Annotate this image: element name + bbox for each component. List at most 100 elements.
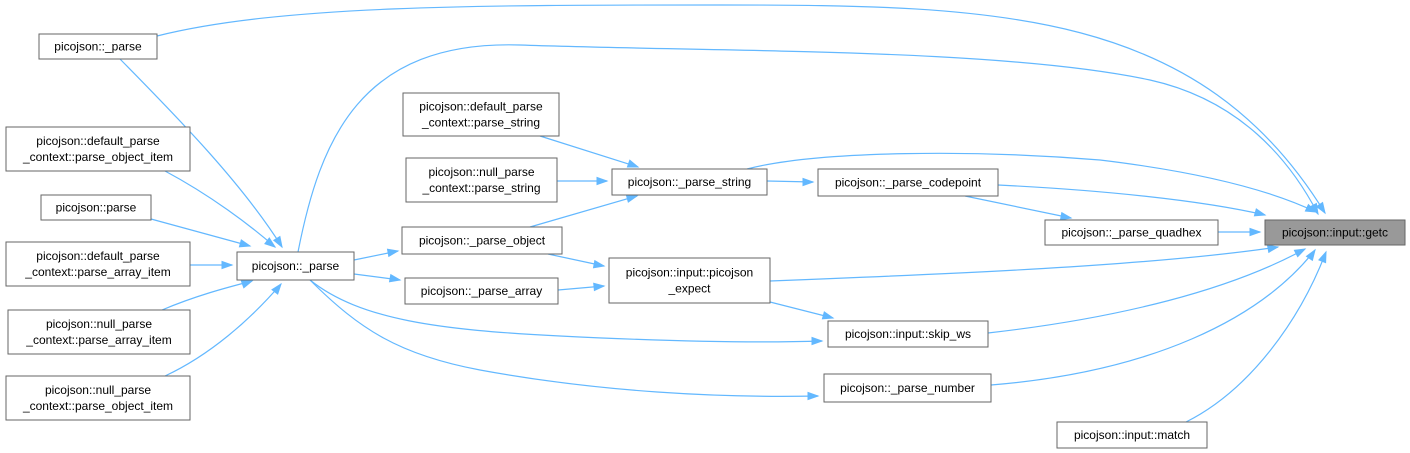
edge-codepoint-to-getc xyxy=(997,184,1267,217)
node-label: picojson::_parse_string xyxy=(628,175,751,189)
node-codepoint[interactable]: picojson::_parse_codepoint xyxy=(817,168,999,197)
node-box xyxy=(823,373,992,403)
node-label: picojson::null_parse xyxy=(45,383,151,397)
arrowhead-icon xyxy=(1253,208,1267,217)
edge-parse_object-to-parse_string xyxy=(529,194,639,228)
node-npc-pai[interactable]: picojson::null_parse_context::parse_arra… xyxy=(7,309,191,355)
node-label: picojson::default_parse xyxy=(419,100,543,114)
node-expect[interactable]: picojson::input::picojson_expect xyxy=(608,257,771,304)
node-label: picojson::default_parse xyxy=(36,249,160,263)
edge-line xyxy=(746,152,1317,213)
node-parse-mid[interactable]: picojson::_parse xyxy=(236,251,355,281)
node-dpc-ps[interactable]: picojson::default_parse_context::parse_s… xyxy=(402,92,560,137)
node-parse-api[interactable]: picojson::parse xyxy=(40,194,152,221)
edge-line xyxy=(987,248,1306,334)
edge-line xyxy=(1185,251,1327,423)
node-match[interactable]: picojson::input::match xyxy=(1056,421,1208,449)
edge-line xyxy=(297,44,1319,253)
edge-match-to-getc xyxy=(1185,250,1327,423)
arrowhead-icon xyxy=(1305,248,1316,262)
node-box xyxy=(1264,219,1406,246)
edge-parse_api-to-parse_mid xyxy=(150,218,252,248)
node-box xyxy=(5,375,191,421)
arrowhead-icon xyxy=(1059,211,1073,221)
edge-line xyxy=(769,301,834,319)
edge-line xyxy=(156,4,1326,214)
arrowhead-icon xyxy=(221,260,234,270)
arrowhead-icon xyxy=(821,311,835,320)
node-npc-poi[interactable]: picojson::null_parse_context::parse_obje… xyxy=(5,375,191,421)
node-label: picojson::_parse_number xyxy=(840,381,975,395)
edge-parse_mid-to-parse_number xyxy=(309,279,820,401)
node-parse-string[interactable]: picojson::_parse_string xyxy=(611,168,768,196)
edge-line xyxy=(990,249,1316,386)
node-label: _context::parse_array_item xyxy=(25,333,171,347)
node-parse-number[interactable]: picojson::_parse_number xyxy=(823,373,992,403)
node-label: picojson::_parse xyxy=(54,40,142,54)
arrowhead-icon xyxy=(1249,227,1262,237)
node-parse-object[interactable]: picojson::_parse_object xyxy=(401,226,563,255)
edge-line xyxy=(964,195,1072,219)
edge-npc_ps-to-parse_string xyxy=(557,176,609,186)
node-label: picojson::_parse xyxy=(252,259,340,273)
edge-parse_object-to-expect xyxy=(547,253,606,269)
node-label: picojson::null_parse xyxy=(428,165,534,179)
node-getc[interactable]: picojson::input::getc xyxy=(1264,219,1406,246)
edge-line xyxy=(309,279,819,397)
edge-parse_mid-to-skip_ws xyxy=(309,279,824,346)
edge-npc_pai-to-parse_mid xyxy=(161,280,254,311)
node-quadhex[interactable]: picojson::_parse_quadhex xyxy=(1044,219,1219,246)
edge-parse_mid-to-parse_object xyxy=(353,248,400,261)
arrowhead-icon xyxy=(272,235,283,249)
node-dpc-pai[interactable]: picojson::default_parse_context::parse_a… xyxy=(5,241,191,287)
node-label: _context::parse_array_item xyxy=(24,265,170,279)
edge-line xyxy=(164,283,282,377)
node-label: picojson::_parse_array xyxy=(421,284,542,298)
node-parse-array[interactable]: picojson::_parse_array xyxy=(404,277,559,305)
node-skip-ws[interactable]: picojson::input::skip_ws xyxy=(827,320,989,348)
node-parse-top[interactable]: picojson::_parse xyxy=(38,33,158,60)
node-label: _context::parse_object_item xyxy=(22,399,173,413)
node-label: picojson::input::getc xyxy=(1282,226,1388,240)
edge-dpc_ps-to-parse_string xyxy=(539,135,640,168)
function-nodes: picojson::input::getcpicojson::_parsepic… xyxy=(5,33,1406,449)
arrowhead-icon xyxy=(811,336,824,346)
node-label: picojson::input::match xyxy=(1074,428,1190,442)
node-box xyxy=(611,168,768,196)
edge-line xyxy=(150,218,251,247)
node-label: picojson::_parse_object xyxy=(419,234,546,248)
arrowhead-icon xyxy=(264,237,277,248)
node-box xyxy=(7,309,191,355)
node-box xyxy=(402,92,560,137)
arrowhead-icon xyxy=(807,391,820,401)
arrowhead-icon xyxy=(592,259,606,269)
arrowhead-icon xyxy=(1266,244,1280,254)
node-box xyxy=(38,33,158,60)
node-label: picojson::_parse_quadhex xyxy=(1061,226,1201,240)
arrowhead-icon xyxy=(626,159,640,168)
edge-quadhex-to-getc xyxy=(1218,227,1262,237)
node-box xyxy=(817,168,999,197)
node-label: picojson::input::picojson xyxy=(626,266,753,280)
edge-npc_poi-to-parse_mid xyxy=(164,282,282,377)
node-box xyxy=(1044,219,1219,246)
edge-line xyxy=(529,195,638,228)
node-label: _context::parse_string xyxy=(421,116,540,130)
arrowhead-icon xyxy=(625,194,639,203)
edge-skip_ws-to-getc xyxy=(987,248,1307,334)
node-npc-ps[interactable]: picojson::null_parse_context::parse_stri… xyxy=(405,157,558,203)
node-label: picojson::null_parse xyxy=(46,317,152,331)
edge-dpc_poi-to-parse_mid xyxy=(164,170,277,248)
node-box xyxy=(5,126,191,172)
node-label: picojson::default_parse xyxy=(36,134,160,148)
node-dpc-poi[interactable]: picojson::default_parse_context::parse_o… xyxy=(5,126,191,172)
arrowhead-icon xyxy=(271,282,282,295)
node-label: _expect xyxy=(667,282,711,296)
node-box xyxy=(404,277,559,305)
edge-parse_top-to-getc xyxy=(156,4,1326,215)
arrowhead-icon xyxy=(596,176,609,186)
edge-parse_string-to-getc xyxy=(746,152,1318,213)
node-box xyxy=(40,194,152,221)
call-edges xyxy=(119,4,1327,423)
node-box xyxy=(405,157,558,203)
